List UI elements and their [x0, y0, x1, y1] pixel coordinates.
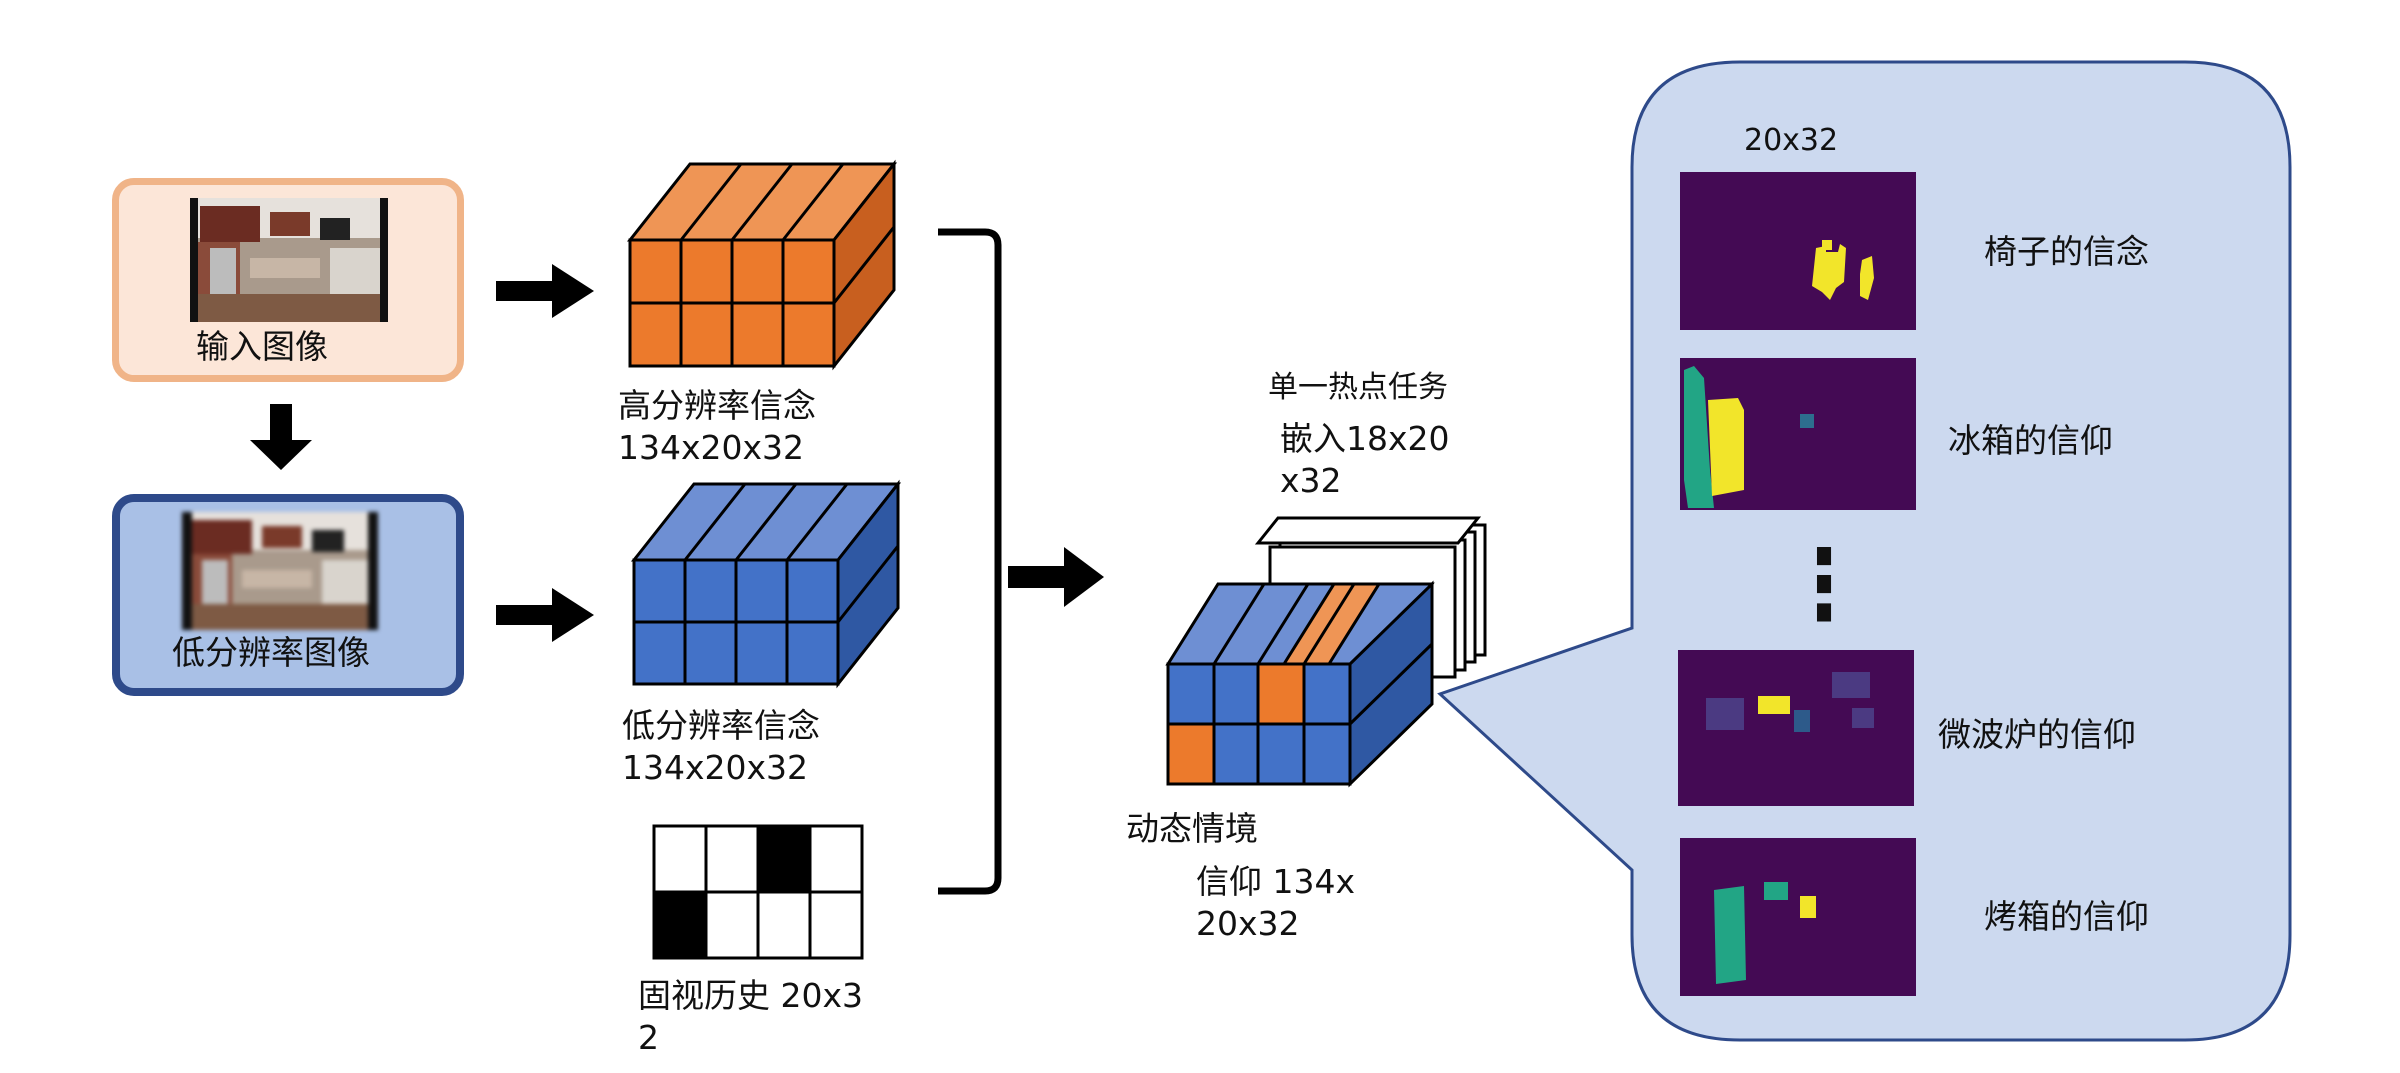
dynamic-context-dims: 信仰 134x: [1196, 862, 1356, 901]
fixation-cell: [756, 890, 812, 960]
belief-label-fridge: 冰箱的信仰: [1948, 421, 2113, 460]
fixation-cell: [756, 824, 812, 894]
high-res-belief-label: 高分辨率信念: [618, 386, 816, 425]
fixation-cell: [808, 890, 864, 960]
fixation-history-grid: [652, 824, 864, 960]
belief-label-chair: 椅子的信念: [1984, 232, 2149, 271]
input-image-thumbnail: [190, 198, 388, 322]
arrow-lowres-to-belief: [496, 588, 594, 642]
high-res-belief-cube: [626, 159, 898, 371]
merge-bracket: [938, 228, 1002, 895]
low-res-belief-label: 低分辨率信念: [622, 706, 820, 745]
task-embedding-dims: 嵌入18x20: [1280, 419, 1450, 458]
fixation-history-label-cont: 2: [638, 1018, 659, 1057]
belief-label-microwave: 微波炉的信仰: [1938, 715, 2136, 754]
low-res-belief-cube: [630, 479, 902, 689]
low-res-image-thumbnail: [182, 512, 378, 630]
panel-size-label: 20x32: [1744, 123, 1839, 158]
dynamic-context-dims-cont: 20x32: [1196, 904, 1300, 943]
fixation-cell: [704, 824, 760, 894]
task-embedding-label: 单一热点任务: [1268, 370, 1448, 405]
belief-panel: [1437, 60, 2292, 1042]
fixation-cell: [652, 890, 708, 960]
dynamic-context-cube: [1165, 580, 1435, 788]
input-image-label: 输入图像: [196, 327, 328, 366]
task-embedding-dims-cont: x32: [1280, 461, 1342, 500]
low-res-belief-dims: 134x20x32: [622, 748, 809, 787]
fixation-cell: [704, 890, 760, 960]
dynamic-context-label: 动态情境: [1126, 809, 1258, 848]
fixation-cell: [652, 824, 708, 894]
heatmap-microwave: [1678, 650, 1914, 806]
heatmap-fridge: [1680, 358, 1916, 510]
arrow-input-to-highres: [496, 264, 594, 318]
low-res-image-label: 低分辨率图像: [172, 633, 370, 672]
high-res-belief-dims: 134x20x32: [618, 428, 805, 467]
fixation-cell: [808, 824, 864, 894]
heatmap-chair: [1680, 172, 1916, 330]
panel-ellipsis: ⋮: [1784, 528, 1864, 641]
belief-label-oven: 烤箱的信仰: [1984, 897, 2149, 936]
heatmap-oven: [1680, 838, 1916, 996]
arrow-input-to-lowres-image: [250, 404, 312, 470]
fixation-history-label: 固视历史 20x3: [638, 976, 864, 1015]
arrow-bracket-to-context: [1008, 547, 1104, 607]
